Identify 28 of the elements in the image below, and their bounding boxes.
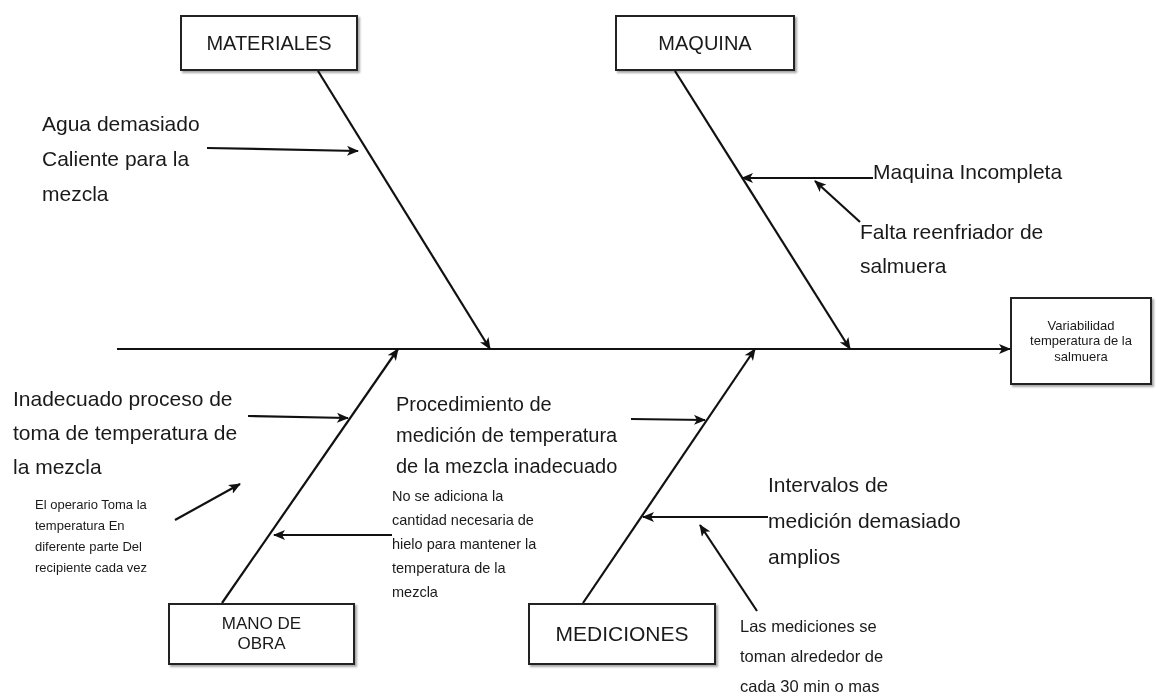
arrow bbox=[642, 512, 768, 522]
category-box: MATERIALES bbox=[180, 15, 358, 71]
arrow bbox=[174, 483, 241, 521]
cause-text: Intervalos de medición demasiado amplios bbox=[768, 467, 968, 575]
arrow bbox=[273, 530, 392, 540]
arrow bbox=[741, 173, 873, 183]
arrow bbox=[674, 70, 851, 350]
category-box: MANO DE OBRA bbox=[168, 603, 355, 665]
arrow bbox=[317, 70, 491, 350]
category-box: Variabilidad temperatura de la salmuera bbox=[1010, 297, 1152, 385]
cause-text: Inadecuado proceso de toma de temperatura de la mezcla bbox=[13, 382, 248, 484]
cause-text: Las mediciones se toman alrededor de cada 30 min o mas bbox=[740, 611, 915, 700]
cause-text: Maquina Incompleta bbox=[873, 157, 1063, 187]
arrow bbox=[699, 524, 758, 612]
cause-text: No se adiciona la cantidad necesaria de hielo para mantener la temperatura de la mezcla bbox=[392, 484, 547, 604]
cause-text: El operario Toma la temperatura En diferente parte Del recipiente cada vez bbox=[35, 494, 175, 578]
category-box: MEDICIONES bbox=[528, 603, 716, 665]
arrow bbox=[206, 145, 359, 156]
arrow bbox=[247, 412, 349, 423]
cause-text: Procedimiento de medición de temperatura de la mezcla inadecuado bbox=[396, 389, 631, 482]
category-box: MAQUINA bbox=[615, 15, 795, 71]
arrow bbox=[582, 348, 756, 604]
arrow bbox=[631, 414, 706, 425]
arrow bbox=[221, 348, 399, 604]
cause-text: Agua demasiado Caliente para la mezcla bbox=[42, 106, 207, 211]
cause-text: Falta reenfriador de salmuera bbox=[860, 215, 1090, 283]
arrow bbox=[814, 180, 861, 223]
arrow bbox=[117, 344, 1011, 354]
